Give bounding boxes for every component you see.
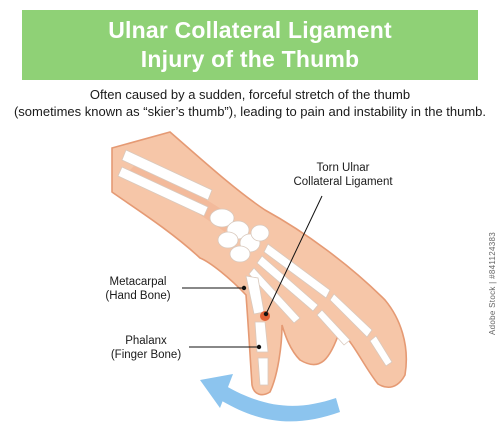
title-line-2: Injury of the Thumb — [140, 46, 360, 72]
subtitle-line-1: Often caused by a sudden, forceful stret… — [89, 87, 411, 102]
motion-arrow-icon — [222, 386, 340, 422]
torn-ligament-dot — [263, 311, 269, 317]
ulna-bone — [117, 166, 209, 217]
phalanx-dot — [256, 344, 262, 350]
title-line-1: Ulnar Collateral Ligament — [108, 17, 392, 43]
motion-arrow-head-icon — [200, 374, 233, 408]
title-banner: Ulnar Collateral Ligament Injury of the … — [22, 10, 478, 80]
distal-phalanx-bone — [257, 357, 269, 386]
torn-ligament-leader — [265, 195, 323, 315]
subtitle: Often caused by a sudden, forceful stret… — [0, 86, 500, 120]
phalanx-bone — [254, 321, 269, 353]
metacarpal-dot — [241, 285, 247, 291]
radius-bone — [121, 149, 213, 201]
subtitle-line-2: (sometimes known as “skier’s thumb”), le… — [13, 104, 487, 119]
phalanx-label: Phalanx (Finger Bone) — [110, 335, 182, 361]
stock-watermark: Adobe Stock | #841124383 — [488, 232, 497, 335]
torn-ligament-label: Torn Ulnar Collateral Ligament — [293, 162, 393, 188]
carpal-bones — [209, 208, 270, 263]
metacarpal-label: Metacarpal (Hand Bone) — [105, 276, 171, 302]
